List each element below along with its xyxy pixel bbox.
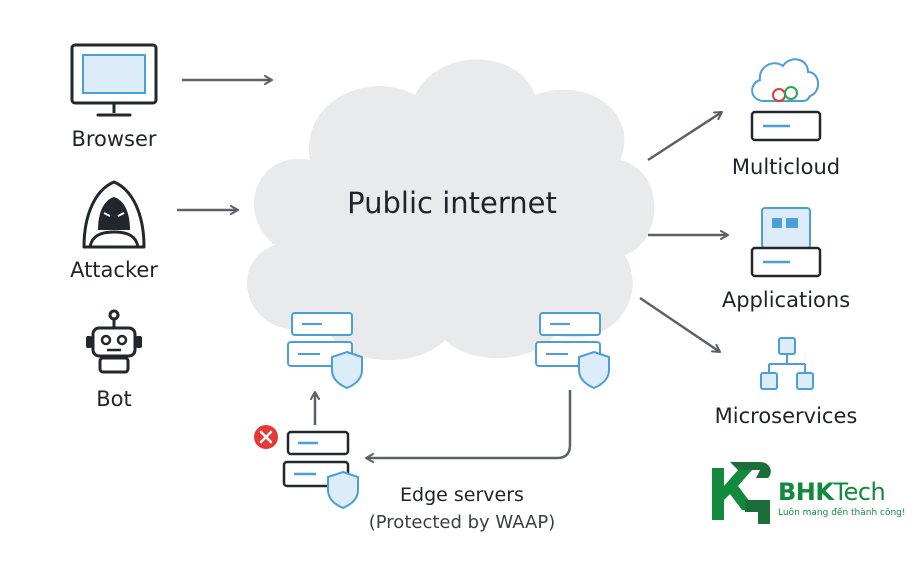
edge-server-left-icon: [287, 312, 363, 390]
public-internet-label: Public internet: [347, 186, 557, 220]
edge-server-right-icon: [535, 312, 610, 390]
multicloud-label: Multicloud: [731, 155, 841, 179]
edge-server-bottom-icon: [282, 430, 359, 510]
bot-icon: [86, 309, 142, 374]
bot-label: Bot: [96, 387, 132, 411]
multicloud-icon: [750, 58, 822, 142]
to-multicloud-arrow: [647, 110, 723, 162]
edge-servers-subtitle: (Protected by WAAP): [368, 512, 556, 533]
browser-label: Browser: [71, 127, 157, 151]
edge-servers-title: Edge servers: [400, 484, 524, 506]
to-microservices-arrow: [639, 296, 721, 354]
bhktech-logo-icon: [712, 462, 771, 524]
attacker-icon: [82, 180, 146, 249]
brand-name: BHKTech: [778, 478, 886, 506]
public-internet-cloud: [247, 59, 655, 361]
brand-name-rest: Tech: [833, 478, 886, 506]
brand-name-bold: BHK: [778, 478, 834, 506]
browser-icon: [70, 43, 158, 117]
applications-icon: [750, 207, 822, 278]
attacker-label: Attacker: [70, 258, 158, 282]
applications-label: Applications: [721, 288, 851, 312]
microservices-icon: [760, 337, 814, 390]
microservices-label: Microservices: [714, 404, 858, 428]
brand-slogan: Luôn mang đến thành công!: [778, 508, 906, 518]
blocked-x-icon: [254, 425, 278, 449]
edge-return-arrow: [365, 390, 572, 463]
